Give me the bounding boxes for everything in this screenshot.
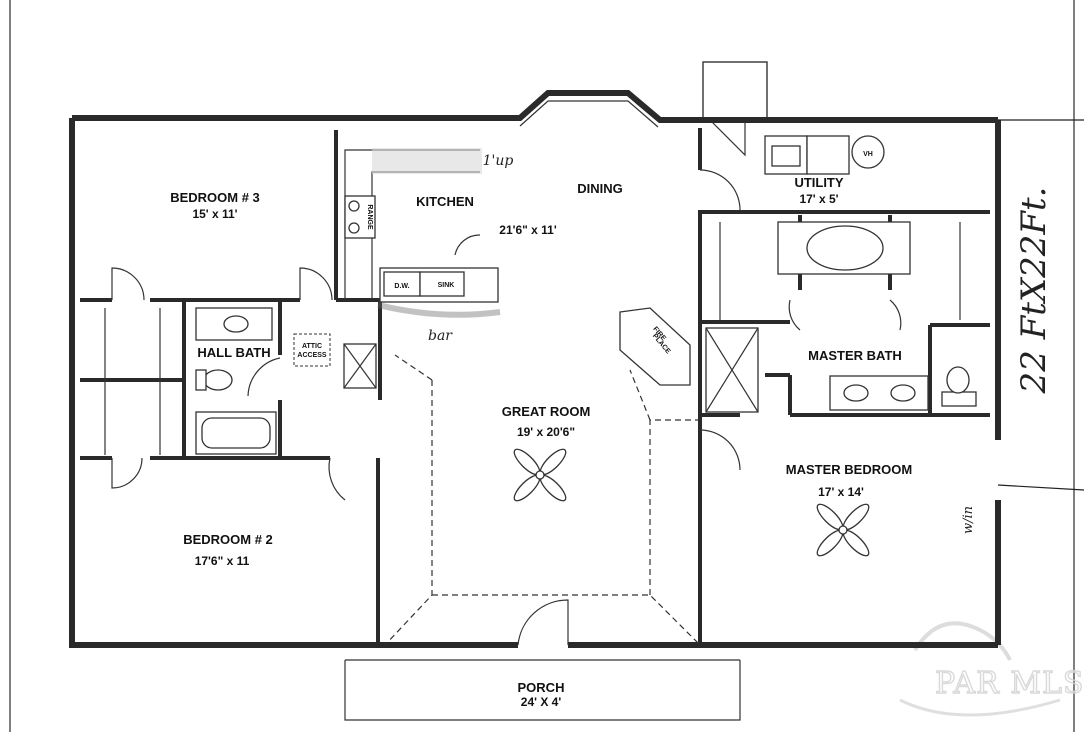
door-swings xyxy=(111,121,902,646)
sink-label: SINK xyxy=(438,282,455,289)
bay-window xyxy=(519,100,659,128)
ceiling-fan-icon xyxy=(513,448,567,502)
great-room-soffit xyxy=(384,380,433,646)
dishwasher-label: D.W. xyxy=(394,283,409,290)
dishwasher xyxy=(383,271,421,297)
room-name-bedroom3: BEDROOM # 3 xyxy=(170,190,260,205)
room-name-hall-bath: HALL BATH xyxy=(197,345,270,360)
room-dim-master-bedroom: 17' x 14' xyxy=(818,485,864,499)
attic-label-2: ACCESS xyxy=(297,352,327,359)
room-dim-great-room: 19' x 20'6" xyxy=(517,425,575,439)
shower xyxy=(705,327,759,413)
closet-lines xyxy=(104,222,961,455)
room-dim-dining: 21'6" x 11' xyxy=(499,223,557,237)
porch xyxy=(344,659,741,721)
room-dim-porch: 24' X 4' xyxy=(521,695,562,709)
hall-bath-fixtures xyxy=(195,307,277,455)
fireplace: FIRE PLACE xyxy=(619,307,691,386)
watermark-logo: PAR MLS xyxy=(899,621,1084,717)
master-bath-fixtures xyxy=(777,221,977,411)
room-name-great-room: GREAT ROOM xyxy=(502,404,591,419)
utility-fixtures: VH xyxy=(764,135,885,175)
exterior-walls xyxy=(69,90,1001,648)
range: RANGE xyxy=(344,195,376,239)
hall-closet xyxy=(343,343,377,389)
watermark-text: PAR MLS xyxy=(935,666,1084,701)
handwritten-cabinet-note: 1'up xyxy=(483,153,514,169)
attic-access xyxy=(293,333,331,367)
kitchen-sink xyxy=(419,271,465,297)
room-dim-utility: 17' x 5' xyxy=(799,192,838,206)
ceiling-fan-icon xyxy=(816,503,870,557)
attic-label-1: ATTIC xyxy=(302,343,322,350)
room-name-utility: UTILITY xyxy=(794,175,843,190)
dimension-line-bottom xyxy=(997,484,1084,491)
handwritten-side-note: 22 FtX22Ft. xyxy=(1014,187,1054,395)
room-name-kitchen: KITCHEN xyxy=(416,194,474,209)
room-name-master-bath: MASTER BATH xyxy=(808,348,902,363)
room-name-bedroom2: BEDROOM # 2 xyxy=(183,532,273,547)
room-dim-bedroom3: 15' x 11' xyxy=(192,207,237,221)
room-name-porch: PORCH xyxy=(518,680,565,695)
room-name-master-bedroom: MASTER BEDROOM xyxy=(786,462,912,477)
handwritten-counter-note: bar xyxy=(428,328,453,344)
handwritten-closet-note: w/in xyxy=(961,506,976,534)
range-label: RANGE xyxy=(366,204,373,230)
room-dim-bedroom2: 17'6" x 11 xyxy=(195,554,250,568)
interior-walls xyxy=(80,128,990,645)
room-name-dining: DINING xyxy=(577,181,623,196)
water-heater-label: VH xyxy=(863,151,873,158)
chimney xyxy=(702,61,768,121)
